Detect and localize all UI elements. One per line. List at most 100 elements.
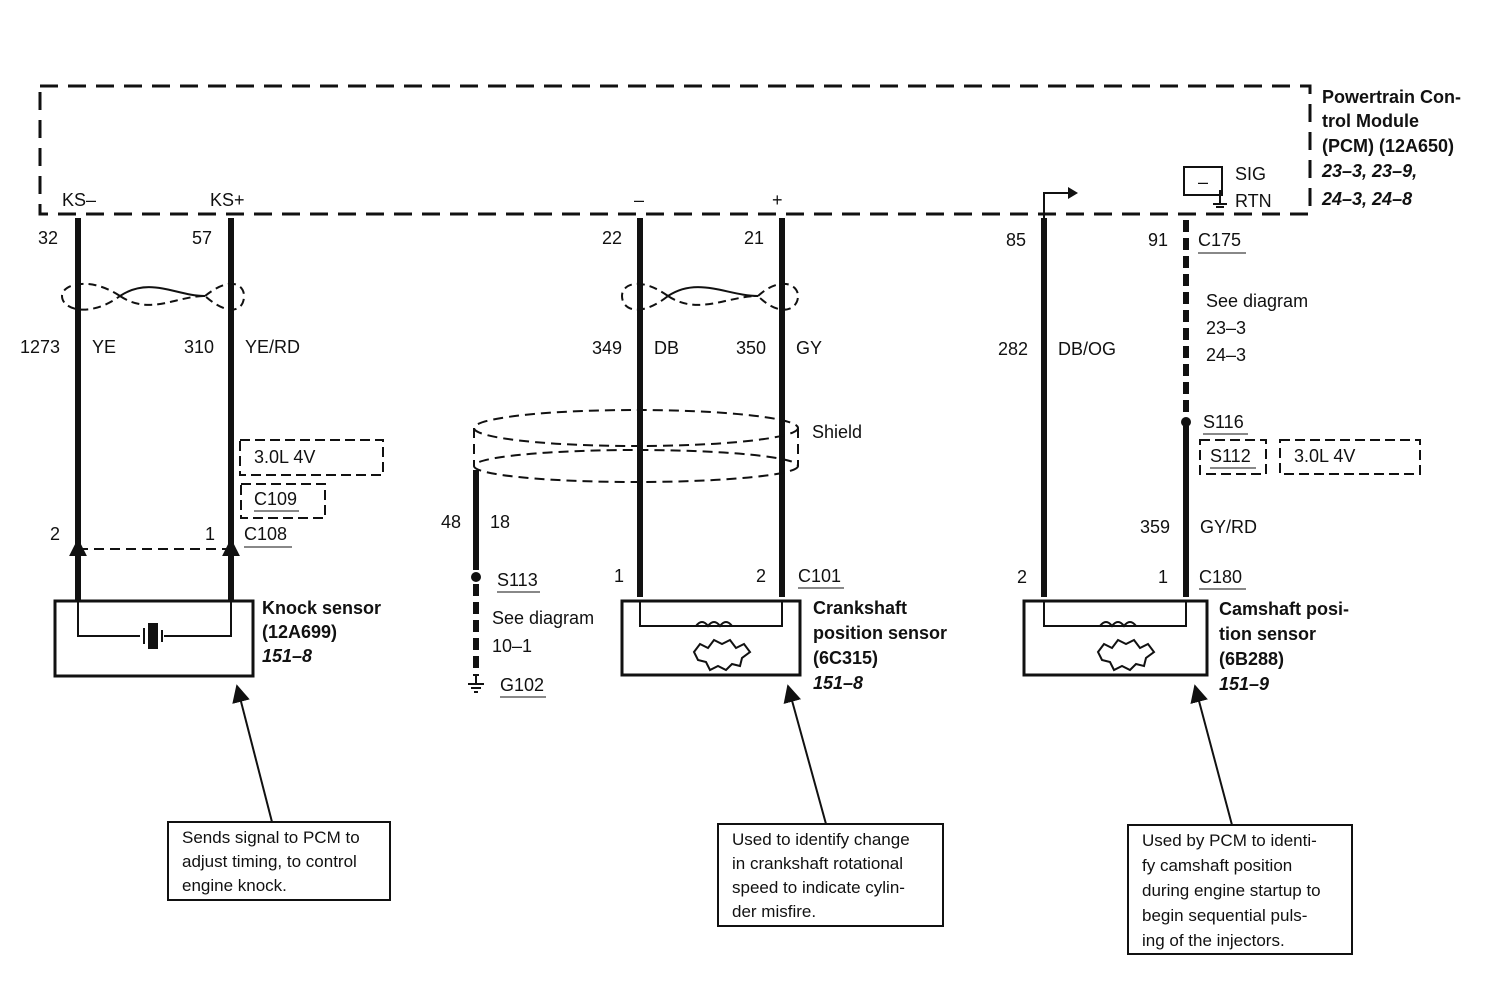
knock-note-box — [167, 821, 391, 901]
color-ye: YE — [92, 337, 116, 357]
cam-pickup-icon — [1043, 601, 1187, 672]
see-diagram-right-line-3: 24–3 — [1206, 345, 1246, 365]
cam-note-line-1: Used by PCM to identi- — [1142, 831, 1317, 850]
crank-note-line-4: der misfire. — [732, 902, 816, 921]
option-box-right — [1279, 439, 1421, 475]
pcm-title-line-3: (PCM) (12A650) — [1322, 136, 1454, 156]
circuit-282: 282 — [998, 339, 1028, 359]
pin-91: 91 — [1148, 230, 1168, 250]
knock-sensor-name: Knock sensor — [262, 598, 381, 618]
pcm-title-line-2: trol Module — [1322, 111, 1419, 131]
pin-21: 21 — [744, 228, 764, 248]
c101-pin-1: 1 — [614, 566, 624, 586]
pin-label-sig: SIG — [1235, 164, 1266, 184]
cam-sensor-desc: tion sensor — [1219, 624, 1316, 644]
pcm-ref-line-1: 23–3, 23–9, — [1321, 161, 1417, 181]
circuit-350: 350 — [736, 338, 766, 358]
crank-pickup-icon — [639, 601, 783, 672]
wire-set — [75, 218, 1047, 600]
circuit-359: 359 — [1140, 517, 1170, 537]
option-box-left — [239, 439, 384, 476]
circuit-48: 48 — [441, 512, 461, 532]
cam-sensor-ref: 151–9 — [1219, 674, 1269, 694]
connector-c109-box — [240, 483, 326, 519]
see-diagram-right-line-1: See diagram — [1206, 291, 1308, 311]
sig-rtn-symbol: – — [1183, 166, 1227, 208]
knock-note-line-3: engine knock. — [182, 876, 287, 895]
color-db: DB — [654, 338, 679, 358]
crank-sensor-ref: 151–8 — [813, 673, 863, 693]
knock-sensor-ref: 151–8 — [262, 646, 312, 666]
c180-pin-1: 1 — [1158, 567, 1168, 587]
color-gy: GY — [796, 338, 822, 358]
twisted-pair-crank — [620, 282, 800, 311]
see-diagram-left-line-2: 10–1 — [492, 636, 532, 656]
crank-sensor-name: Crankshaft — [813, 598, 907, 618]
ground-icon — [468, 676, 484, 693]
color-db-og: DB/OG — [1058, 339, 1116, 359]
callout-arrows — [232, 684, 1233, 826]
crank-sensor-part: (6C315) — [813, 648, 878, 668]
cam-note-box — [1127, 824, 1353, 955]
c101-pin-2: 2 — [756, 566, 766, 586]
splice-s116-dot — [1181, 417, 1191, 427]
see-diagram-right-line-2: 23–3 — [1206, 318, 1246, 338]
splice-s113-dot — [471, 572, 481, 582]
connector-c108: C108 — [244, 524, 287, 544]
crank-callout-arrow — [783, 684, 827, 825]
see-diagram-left-line-1: See diagram — [492, 608, 594, 628]
pin-label-ks-plus: KS+ — [210, 190, 245, 210]
cam-sensor-part: (6B288) — [1219, 649, 1284, 669]
crank-sensor-desc: position sensor — [813, 623, 947, 643]
splice-s116: S116 — [1203, 412, 1244, 432]
crank-sensor-box — [620, 599, 802, 677]
knock-note-line-2: adjust timing, to control — [182, 852, 357, 871]
shield-label: Shield — [812, 422, 862, 442]
crank-note-line-2: in crankshaft rotational — [732, 854, 903, 873]
splice-s112: S112 — [1210, 446, 1251, 466]
color-gy-rd: GY/RD — [1200, 517, 1257, 537]
crank-note-line-1: Used to identify change — [732, 830, 910, 849]
c108-pin-2: 2 — [50, 524, 60, 544]
pcm-title: Powertrain Con- trol Module (PCM) (12A65… — [1321, 87, 1461, 209]
circuit-1273: 1273 — [20, 337, 60, 357]
ground-g102: G102 — [500, 675, 544, 695]
knock-note-line-1: Sends signal to PCM to — [182, 828, 360, 847]
option-left: 3.0L 4V — [254, 447, 315, 467]
color-ye-rd: YE/RD — [245, 337, 300, 357]
signal-flag-icon — [1043, 187, 1078, 218]
circuit-349: 349 — [592, 338, 622, 358]
pin-32: 32 — [38, 228, 58, 248]
cam-sensor-name: Camshaft posi- — [1219, 599, 1349, 619]
pin-label-plus: + — [772, 190, 783, 210]
rtn-minus-sign: – — [1198, 172, 1208, 192]
c180-pin-2: 2 — [1017, 567, 1027, 587]
cam-sensor-box — [1022, 599, 1209, 677]
pcm-module-box — [38, 84, 1312, 216]
cam-note-line-2: fy camshaft position — [1142, 856, 1292, 875]
splice-s113: S113 — [497, 570, 538, 590]
knock-callout-arrow — [232, 684, 273, 823]
knock-sensor-box — [53, 599, 255, 678]
pin-57: 57 — [192, 228, 212, 248]
knock-element-icon — [77, 601, 232, 649]
pcm-ref-line-2: 24–3, 24–8 — [1321, 189, 1412, 209]
pin-22: 22 — [602, 228, 622, 248]
cam-note-line-3: during engine startup to — [1142, 881, 1321, 900]
color-18: 18 — [490, 512, 510, 532]
knock-sensor-part: (12A699) — [262, 622, 337, 642]
option-right: 3.0L 4V — [1294, 446, 1355, 466]
cam-callout-arrow — [1190, 684, 1233, 826]
c108-pin-1: 1 — [205, 524, 215, 544]
circuit-310: 310 — [184, 337, 214, 357]
crank-note-box — [717, 823, 944, 927]
cam-note-line-5: ing of the injectors. — [1142, 931, 1285, 950]
pin-label-ks-minus: KS– — [62, 190, 96, 210]
pin-85: 85 — [1006, 230, 1026, 250]
cam-note-line-4: begin sequential puls- — [1142, 906, 1307, 925]
pin-label-minus: – — [634, 190, 644, 210]
connector-c101: C101 — [798, 566, 841, 586]
connector-c109: C109 — [254, 489, 297, 509]
c108-pin-arrows — [69, 538, 240, 557]
